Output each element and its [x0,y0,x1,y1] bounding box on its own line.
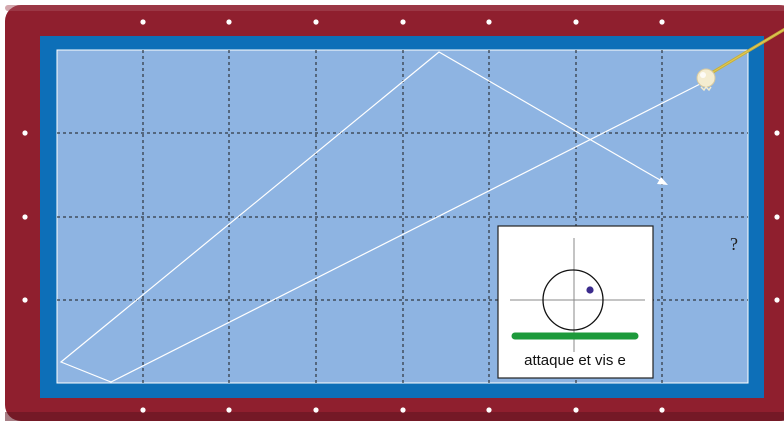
diamond-right [774,130,779,135]
diamond-top [140,19,145,24]
diamond-right [774,214,779,219]
diamond-left [22,297,27,302]
diamond-bottom [140,407,145,412]
diamond-left [22,214,27,219]
effect-dot [586,286,593,293]
diamond-bottom [573,407,578,412]
diamond-top [400,19,405,24]
diamond-top [313,19,318,24]
diamond-top [573,19,578,24]
diamond-right [774,297,779,302]
diamond-bottom [659,407,664,412]
diamond-bottom [226,407,231,412]
diamond-top [486,19,491,24]
effect-inset: attaque et vis e [498,226,653,378]
inset-caption: attaque et vis e [524,352,626,369]
diamond-top [226,19,231,24]
question-mark: ? [730,234,738,254]
diamond-bottom [486,407,491,412]
diamond-bottom [400,407,405,412]
diamond-top [659,19,664,24]
diamond-left [22,130,27,135]
diamond-bottom [313,407,318,412]
